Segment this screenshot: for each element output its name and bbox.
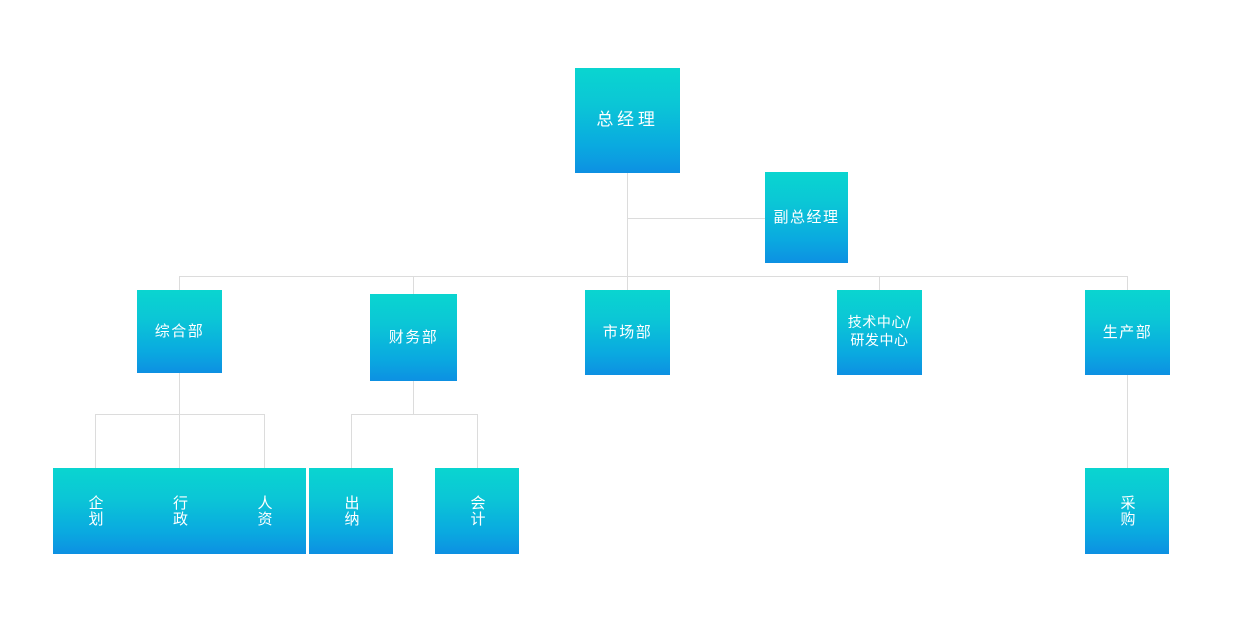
node-deputy-general-manager[interactable]: 副总经理 (765, 172, 848, 263)
connector-drop-finance (413, 276, 414, 294)
connector-drop-tech (879, 276, 880, 290)
node-planning[interactable]: 企划 (53, 468, 137, 554)
node-general-affairs-dept-label: 综合部 (154, 322, 205, 341)
connector-level2-bus (179, 276, 1127, 277)
node-cashier-label: 出纳 (342, 495, 361, 527)
node-production-dept[interactable]: 生产部 (1085, 290, 1170, 375)
node-group-general-affairs-children: 企划 行政 人资 (53, 468, 306, 554)
node-finance-dept-label: 财务部 (388, 328, 439, 347)
connector-drop-prod (1127, 276, 1128, 290)
node-general-affairs-dept[interactable]: 综合部 (137, 290, 222, 373)
node-human-resources-label: 人资 (255, 495, 274, 527)
node-purchasing-label: 采购 (1118, 495, 1137, 527)
node-production-dept-label: 生产部 (1102, 323, 1153, 342)
node-general-manager-label: 总经理 (596, 110, 659, 131)
connector-finance-bus (351, 414, 478, 415)
connector-drop-general (179, 276, 180, 290)
node-administration-label: 行政 (171, 495, 189, 527)
connector-gm-to-deputy (627, 218, 765, 219)
node-accounting-label: 会计 (468, 495, 487, 527)
connector-finance-to-cashier (351, 414, 352, 468)
node-human-resources[interactable]: 人资 (222, 468, 306, 554)
connector-general-stem (179, 373, 180, 414)
node-marketing-dept[interactable]: 市场部 (585, 290, 670, 375)
node-finance-dept[interactable]: 财务部 (370, 294, 457, 381)
node-general-manager[interactable]: 总经理 (575, 68, 680, 173)
connector-general-to-admin (179, 414, 180, 468)
connector-gm-trunk (627, 172, 628, 276)
node-tech-rnd-center-label: 技术中心/ 研发中心 (847, 315, 912, 349)
connector-prod-to-purchase (1127, 375, 1128, 468)
node-cashier[interactable]: 出纳 (309, 468, 393, 554)
node-administration[interactable]: 行政 (137, 468, 222, 554)
node-planning-label: 企划 (86, 495, 105, 527)
node-purchasing[interactable]: 采购 (1085, 468, 1169, 554)
connector-finance-stem (413, 381, 414, 414)
node-accounting[interactable]: 会计 (435, 468, 519, 554)
connector-finance-to-account (477, 414, 478, 468)
node-tech-rnd-center[interactable]: 技术中心/ 研发中心 (837, 290, 922, 375)
connector-general-to-hr (264, 414, 265, 468)
node-deputy-general-manager-label: 副总经理 (773, 208, 840, 227)
connector-general-to-plan (95, 414, 96, 468)
node-marketing-dept-label: 市场部 (602, 323, 653, 342)
connector-drop-market (627, 276, 628, 290)
